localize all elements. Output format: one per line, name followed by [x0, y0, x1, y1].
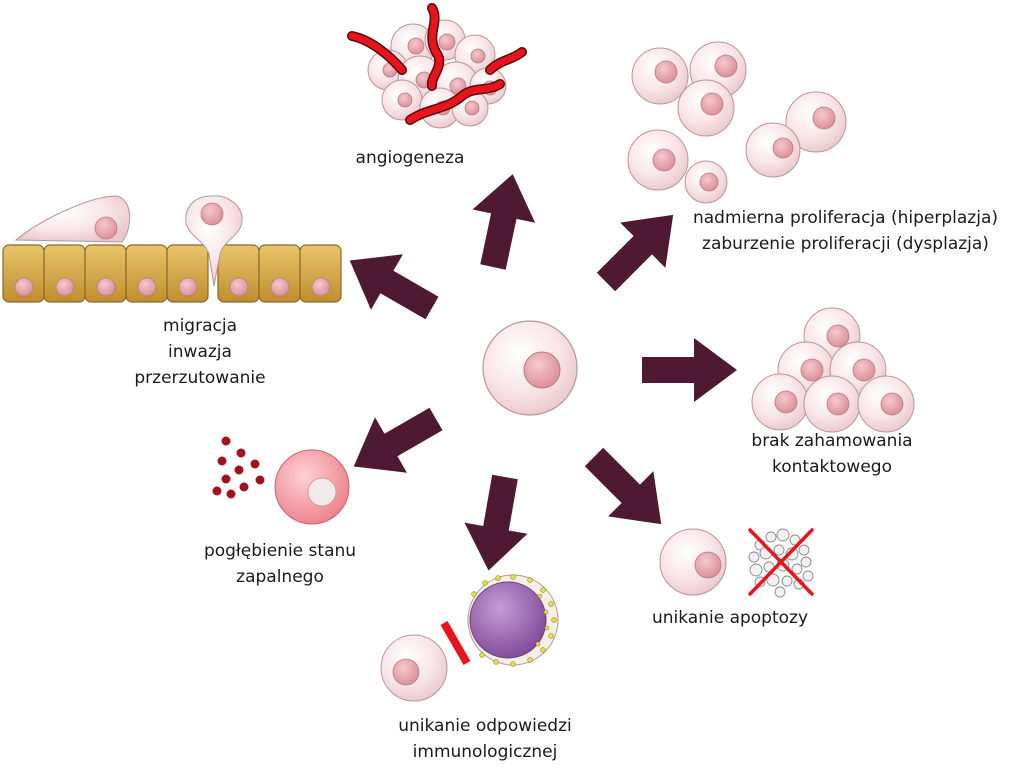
- label-line: angiogeneza: [355, 148, 465, 168]
- block-bar: [440, 621, 471, 665]
- epithelium-layer: [2, 195, 342, 303]
- label-inflammation: pogłębienie stanu zapalnego: [180, 538, 380, 590]
- arrow-to-migration: [349, 254, 439, 320]
- label-line: pogłębienie stanu: [203, 541, 357, 561]
- label-line: inwazja: [168, 342, 232, 362]
- immune-evasion: [380, 574, 559, 702]
- contact-inhibition-pyramid: [751, 307, 915, 433]
- arrow-to-contact-inhibition: [642, 338, 737, 402]
- arrow-to-immune: [464, 474, 528, 571]
- label-line: zapalnego: [236, 567, 324, 587]
- label-contact-inhibition: brak zahamowania kontaktowego: [732, 428, 932, 480]
- label-line: zaburzenie proliferacji (dysplazja): [702, 234, 989, 254]
- apoptosis-cells: [659, 528, 814, 598]
- angiogenesis-cluster: [347, 3, 527, 129]
- label-line: kontaktowego: [772, 457, 892, 477]
- arrow-to-proliferation: [596, 214, 674, 292]
- inflammation: [212, 436, 350, 525]
- cross-out-icon: [748, 528, 814, 596]
- label-line: przerzutowanie: [134, 368, 266, 388]
- label-migration: migracja inwazja przerzutowanie: [110, 313, 290, 391]
- label-angiogenesis: angiogeneza: [355, 145, 465, 171]
- label-line: unikanie odpowiedzi: [398, 716, 572, 736]
- label-immune: unikanie odpowiedzi immunologicznej: [375, 713, 595, 765]
- label-line: brak zahamowania: [751, 431, 913, 451]
- label-line: immunologicznej: [412, 742, 558, 762]
- label-line: nadmierna proliferacja (hiperplazja): [692, 208, 998, 228]
- label-line: migracja: [163, 316, 237, 336]
- label-proliferation: nadmierna proliferacja (hiperplazja) zab…: [668, 205, 1023, 257]
- arrow-to-apoptosis: [584, 447, 662, 525]
- central-cell: [482, 320, 578, 416]
- invading-cell: [185, 195, 243, 287]
- cytokine-granules: [212, 436, 265, 499]
- label-line: unikanie apoptozy: [651, 608, 809, 628]
- label-apoptosis: unikanie apoptozy: [640, 605, 820, 631]
- proliferation-cells: [627, 41, 847, 204]
- arrow-to-angiogenesis: [472, 174, 536, 270]
- arrow-to-inflammation: [353, 407, 443, 473]
